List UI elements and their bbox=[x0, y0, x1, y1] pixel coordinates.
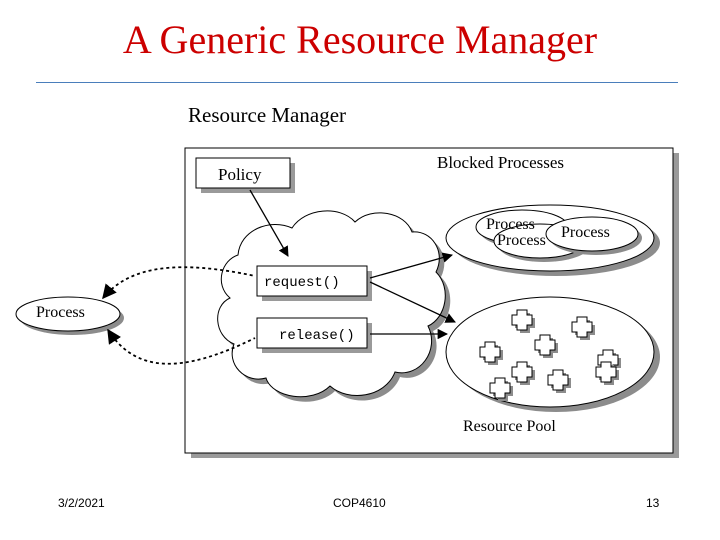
resource-unit bbox=[511, 361, 535, 385]
external-process-oval bbox=[15, 296, 121, 332]
manager-cloud bbox=[217, 210, 451, 402]
slide-title: A Generic Resource Manager bbox=[122, 17, 598, 62]
process-release-call-arrow bbox=[107, 328, 256, 365]
release-call-label: release() bbox=[279, 328, 355, 344]
footer-page-number: 13 bbox=[646, 496, 660, 510]
blocked-process-label-2: Process bbox=[497, 232, 546, 249]
policy-to-request-arrow bbox=[249, 189, 289, 257]
blocked-process-label-3: Process bbox=[561, 224, 610, 241]
resource-pool-label: Resource Pool bbox=[463, 418, 556, 435]
policy-box bbox=[195, 157, 291, 189]
title-divider bbox=[36, 82, 678, 83]
policy-label: Policy bbox=[218, 165, 262, 184]
request-call-label: request() bbox=[264, 275, 340, 291]
footer-date: 3/2/2021 bbox=[58, 496, 105, 510]
blocked-processes-label: Blocked Processes bbox=[437, 153, 565, 172]
resource-unit bbox=[595, 361, 619, 385]
resource-pool-units bbox=[479, 309, 621, 401]
request-to-pool-arrow bbox=[369, 281, 456, 323]
request-to-blocked-arrow bbox=[369, 252, 454, 279]
resource-unit bbox=[534, 334, 558, 358]
external-process-label: Process bbox=[36, 304, 85, 321]
release-box bbox=[256, 317, 368, 349]
request-box bbox=[256, 265, 368, 297]
blocked-process-oval-3 bbox=[545, 216, 639, 252]
resource-unit bbox=[511, 309, 535, 333]
process-request-call-arrow bbox=[102, 266, 256, 300]
resource-unit bbox=[489, 377, 513, 401]
footer-course: COP4610 bbox=[333, 496, 386, 510]
resource-manager-label: Resource Manager bbox=[188, 103, 347, 127]
blocked-process-label-1: Process bbox=[486, 216, 535, 233]
resource-unit bbox=[571, 316, 595, 340]
resource-unit bbox=[479, 341, 503, 365]
resource-unit bbox=[547, 369, 571, 393]
